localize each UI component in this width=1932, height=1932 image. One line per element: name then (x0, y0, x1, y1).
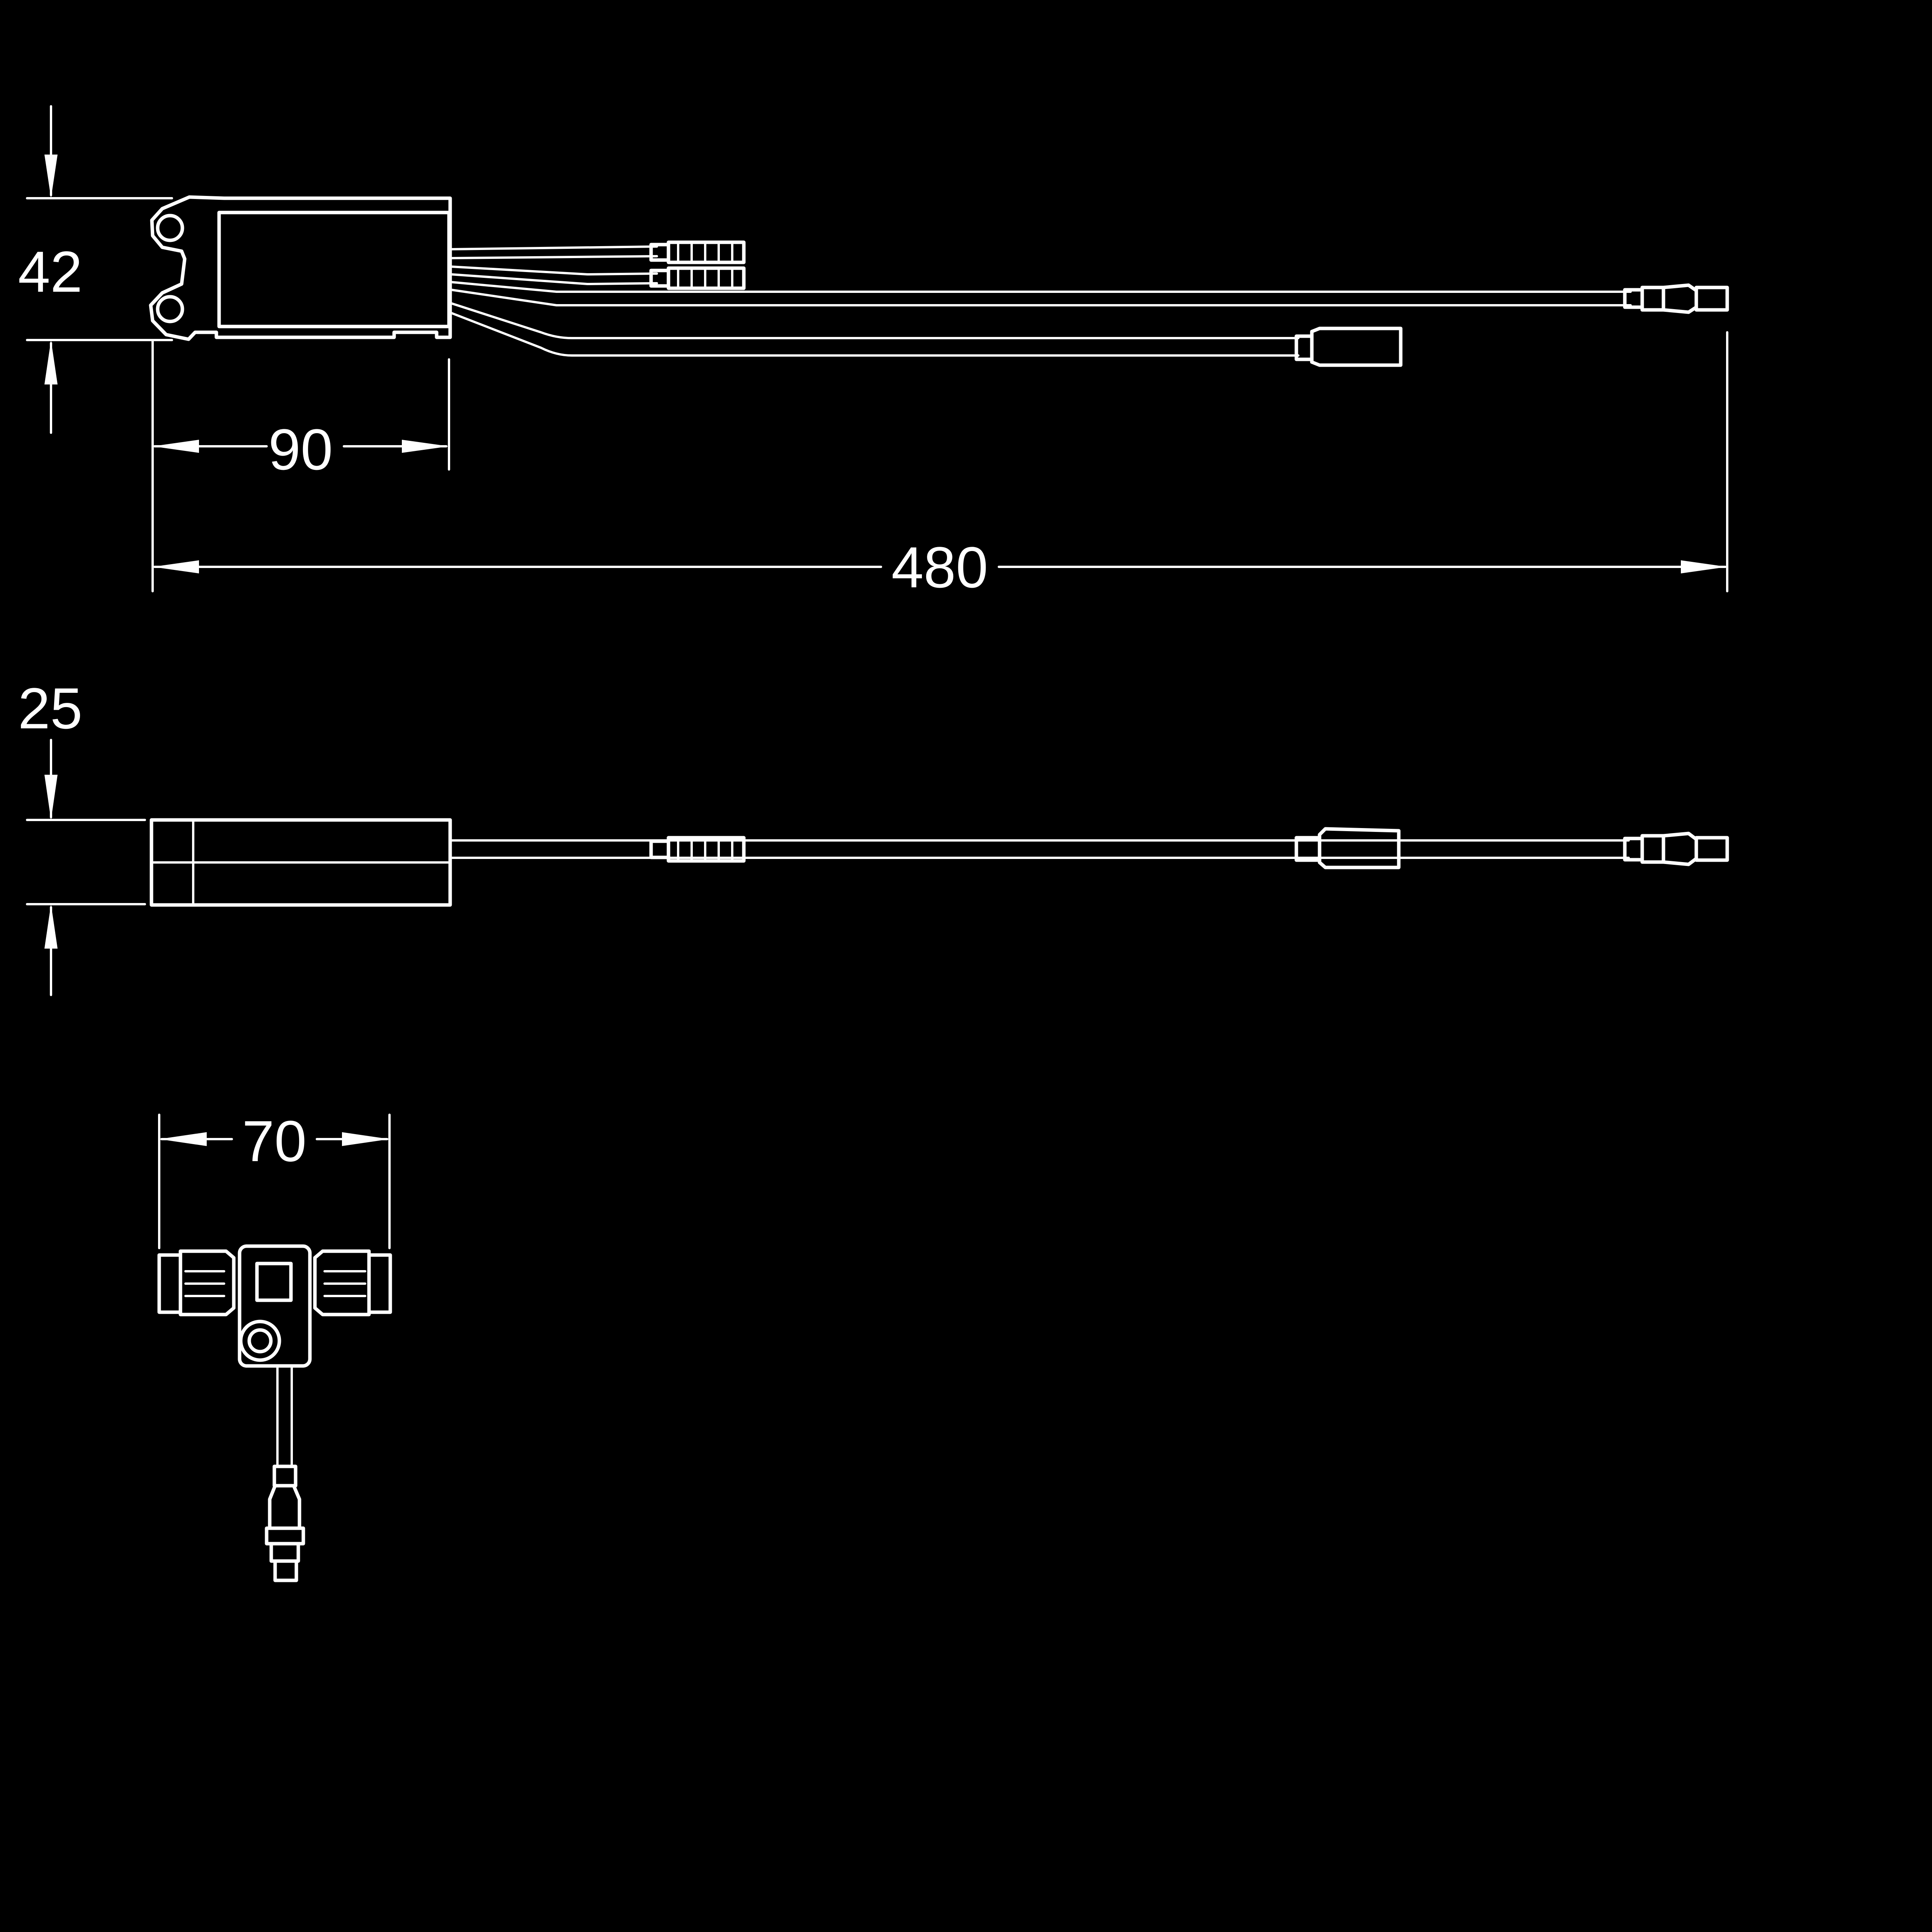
dimension-70 (158, 1114, 391, 1249)
long-cable-connector (1623, 283, 1729, 314)
dimension-42 (26, 105, 173, 434)
side-view-socket (1294, 827, 1401, 869)
socket-connector (1294, 327, 1403, 367)
end-view-right-connector (313, 1249, 392, 1316)
mounting-hole-lower (156, 295, 184, 323)
end-view-center-block (238, 1244, 312, 1368)
side-view-inline-connector (649, 836, 746, 863)
dimension-label-90: 90 (269, 417, 333, 482)
dimension-25 (26, 739, 146, 996)
dimension-480 (153, 331, 1728, 592)
dimension-label-25: 25 (18, 676, 83, 741)
dimension-label-480: 480 (891, 535, 988, 600)
end-view-round-port-outer (239, 1320, 281, 1362)
end-view-cable (276, 1365, 293, 1468)
end-view-round-port-inner (247, 1328, 273, 1354)
end-view-square-port (255, 1262, 293, 1302)
dimension-label-42: 42 (18, 239, 83, 304)
mounting-hole-upper (156, 214, 184, 242)
top-view-cables (450, 245, 1632, 357)
end-view: 70 (157, 1109, 392, 1582)
connector-pair (649, 240, 746, 290)
end-view-cable-connector (265, 1464, 305, 1582)
top-view-housing (149, 195, 452, 341)
dimension-90 (151, 339, 450, 592)
side-view-cable (450, 839, 1630, 859)
side-view-end-connector (1623, 832, 1729, 866)
end-view-left-connector (157, 1249, 236, 1316)
side-view: 25 (18, 676, 1729, 996)
top-view: 42 90 480 (18, 105, 1729, 600)
top-view-inner-panel (217, 211, 451, 328)
dimension-label-70: 70 (242, 1109, 307, 1173)
